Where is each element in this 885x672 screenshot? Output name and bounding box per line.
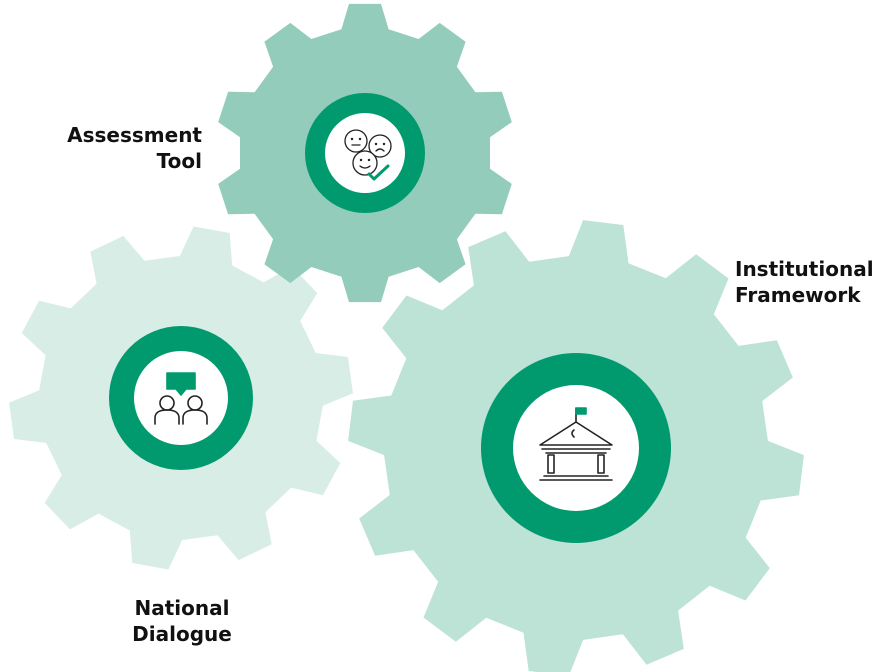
national-dialogue-label: National Dialogue <box>122 595 242 647</box>
institutional-gear-center <box>513 385 639 511</box>
institution-building-flag-icon <box>539 407 613 481</box>
institutional-framework-gear <box>348 220 804 672</box>
institutional-framework-label-line-2: Framework <box>735 283 861 307</box>
national-dialogue-label-line-1: National <box>134 596 230 620</box>
evaluation-faces-check-icon <box>344 129 392 181</box>
dialogue-people-speech-icon <box>154 372 208 425</box>
national-gear-center <box>134 351 228 445</box>
national-dialogue-label-line-2: Dialogue <box>132 622 232 646</box>
institutional-framework-label: Institutional Framework <box>735 256 874 308</box>
assessment-tool-label-line-2: Tool <box>156 149 202 173</box>
assessment-tool-label-line-1: Assessment <box>67 123 202 147</box>
assessment-tool-label: Assessment Tool <box>67 122 202 174</box>
institutional-framework-label-line-1: Institutional <box>735 257 874 281</box>
assessment-tool-gear <box>218 3 512 303</box>
national-dialogue-gear <box>9 226 353 570</box>
